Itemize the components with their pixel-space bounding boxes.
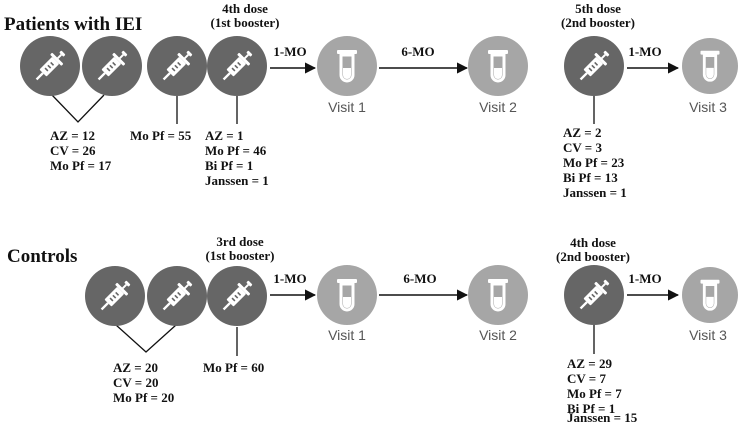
controls-visit-3-label: Visit 3 <box>689 327 727 343</box>
controls-booster-1-list: Mo Pf = 60 <box>203 360 264 375</box>
iei-booster-2-list: AZ = 2 CV = 3 Mo Pf = 23 Bi Pf = 13 Jans… <box>563 125 627 200</box>
dose-count: Bi Pf = 1 <box>567 401 615 416</box>
iei-primary-connector <box>51 94 105 123</box>
dose-count: AZ = 20 <box>113 360 158 375</box>
iei-dose-5-node <box>564 36 624 96</box>
controls-dose-4-header: 4th dose (2nd booster) <box>556 235 630 264</box>
controls-dose-4-title: 4th dose <box>570 235 616 250</box>
controls-title: Controls <box>7 246 77 267</box>
dose-count: AZ = 2 <box>563 125 601 140</box>
iei-dose-5-header: 5th dose (2nd booster) <box>561 1 635 30</box>
iei-visit-1-node <box>317 36 377 96</box>
controls-dose-4-subtitle: (2nd booster) <box>556 249 630 264</box>
iei-dose-1-node <box>20 36 80 96</box>
controls-booster-2-list: AZ = 29 CV = 7 Mo Pf = 7 Bi Pf = 1 Janss… <box>567 356 638 425</box>
controls-interval-2: 6-MO <box>403 271 436 286</box>
controls-dose-1-node <box>85 266 145 326</box>
dose-count: CV = 7 <box>567 371 606 386</box>
iei-booster-1-list: AZ = 1 Mo Pf = 46 Bi Pf = 1 Janssen = 1 <box>205 128 269 188</box>
iei-dose-3-node <box>147 36 207 96</box>
controls-dose-3-node <box>207 266 267 326</box>
dose-count: Mo Pf = 60 <box>203 360 264 375</box>
iei-visit-1-label: Visit 1 <box>328 99 366 115</box>
controls-visit-1-label: Visit 1 <box>328 327 366 343</box>
dose-count: Mo Pf = 17 <box>50 158 112 173</box>
controls-visit-1-node <box>317 265 377 325</box>
controls-primary-connector <box>115 324 177 353</box>
iei-visit-3-label: Visit 3 <box>689 99 727 115</box>
iei-dose-2-node <box>82 36 142 96</box>
dose-count: CV = 20 <box>113 375 158 390</box>
controls-visit-2-node <box>468 265 528 325</box>
iei-title: Patients with IEI <box>4 14 142 35</box>
iei-visit-3-node <box>682 38 738 94</box>
dose-count: Mo Pf = 46 <box>205 143 267 158</box>
iei-dose-4-title: 4th dose <box>222 1 268 16</box>
dose-count: CV = 3 <box>563 140 602 155</box>
dose-count: AZ = 29 <box>567 356 612 371</box>
controls-dose-4-node <box>564 265 624 325</box>
controls-interval-1: 1-MO <box>273 271 306 286</box>
dose-count: CV = 26 <box>50 143 96 158</box>
iei-dose-5-title: 5th dose <box>575 1 621 16</box>
iei-dose-4-header: 4th dose (1st booster) <box>211 1 280 30</box>
iei-interval-1: 1-MO <box>273 44 306 59</box>
iei-visit-2-node <box>468 36 528 96</box>
dose-count: Janssen = 15 <box>567 410 638 425</box>
controls-dose-3-title: 3rd dose <box>216 234 264 249</box>
dose-count: Mo Pf = 7 <box>567 386 622 401</box>
controls-visit-3-node <box>682 267 738 323</box>
controls-interval-3: 1-MO <box>628 271 661 286</box>
iei-primary-doses-list: AZ = 12 CV = 26 Mo Pf = 17 <box>50 128 112 173</box>
iei-interval-2: 6-MO <box>401 44 434 59</box>
iei-third-dose-list: Mo Pf = 55 <box>130 128 192 143</box>
iei-visit-2-label: Visit 2 <box>479 99 517 115</box>
dose-count: Mo Pf = 20 <box>113 390 174 405</box>
dose-count: AZ = 12 <box>50 128 95 143</box>
iei-interval-3: 1-MO <box>628 44 661 59</box>
controls-dose-3-subtitle: (1st booster) <box>206 248 275 263</box>
controls-primary-doses-list: AZ = 20 CV = 20 Mo Pf = 20 <box>113 360 174 405</box>
dose-count: Mo Pf = 23 <box>563 155 625 170</box>
dose-count: AZ = 1 <box>205 128 243 143</box>
controls-visit-2-label: Visit 2 <box>479 327 517 343</box>
dose-count: Janssen = 1 <box>563 185 627 200</box>
controls-dose-3-header: 3rd dose (1st booster) <box>206 234 275 263</box>
dose-count: Bi Pf = 1 <box>205 158 253 173</box>
controls-dose-2-node <box>147 266 207 326</box>
iei-dose-4-node <box>207 36 267 96</box>
dose-count: Mo Pf = 55 <box>130 128 192 143</box>
dose-count: Janssen = 1 <box>205 173 269 188</box>
dose-count: Bi Pf = 13 <box>563 170 618 185</box>
iei-dose-5-subtitle: (2nd booster) <box>561 15 635 30</box>
iei-dose-4-subtitle: (1st booster) <box>211 15 280 30</box>
